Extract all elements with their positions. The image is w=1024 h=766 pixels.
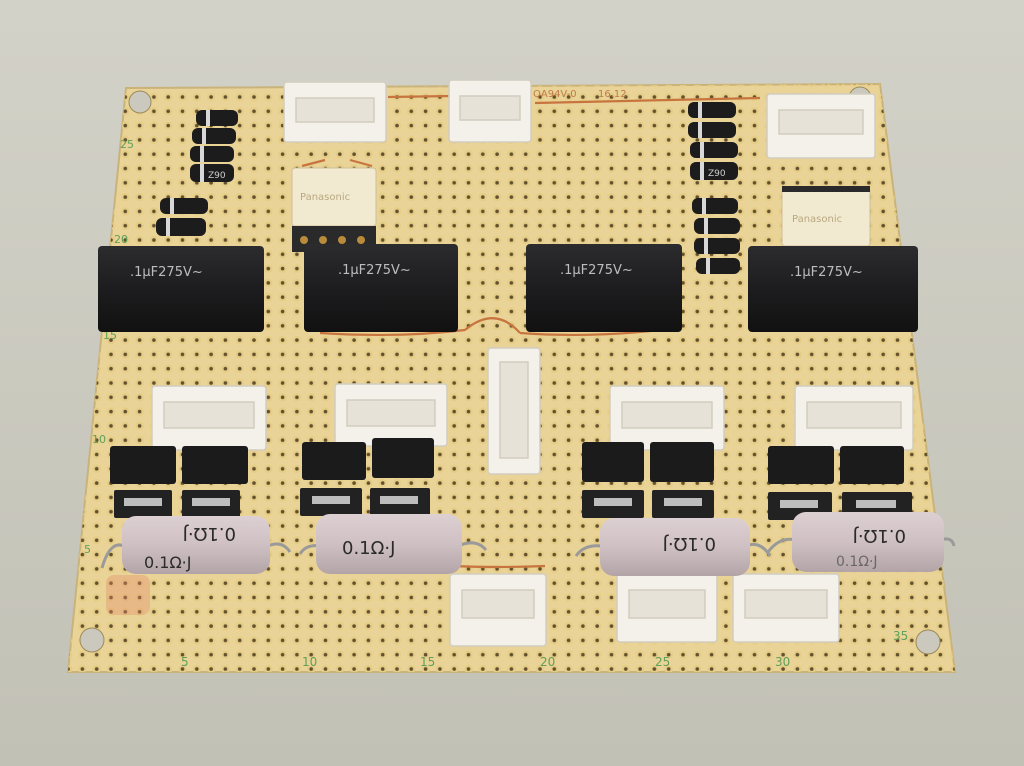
resistor-label: 0.1Ω·J [663, 533, 716, 554]
row-number: 10 [92, 433, 106, 446]
capacitor-marking: .1µF275V~ [560, 263, 633, 278]
capacitor-marking: .1µF275V~ [130, 265, 203, 280]
row-number: 5 [84, 543, 91, 556]
resistor-back-label: 0.1Ω·J [183, 523, 236, 544]
mounting-hole [915, 629, 941, 655]
resistor-label: 0.1Ω·J [853, 525, 906, 546]
transistor-group [110, 438, 912, 520]
column-number: 5 [181, 655, 189, 669]
header-connectors [151, 79, 914, 647]
mounting-hole [79, 627, 105, 653]
relay-marking: Panasonic [300, 192, 350, 203]
header-connector [766, 93, 876, 159]
resistor-label: 0.1Ω·J [144, 553, 191, 572]
resistor: 0.1Ω·J [574, 518, 772, 576]
capacitor-marking: .1µF275V~ [338, 263, 411, 278]
diode-marking: Z90 [708, 169, 726, 179]
column-number: 10 [302, 655, 317, 669]
relay: Panasonic [781, 186, 871, 247]
header-connector [334, 383, 448, 447]
resistor: 0.1Ω·J 0.1Ω·J [766, 512, 956, 572]
relay-marking: Panasonic [792, 214, 842, 225]
resistor: 0.1Ω·J [298, 514, 488, 574]
capacitor: .1µF275V~ [748, 246, 918, 332]
board-date: 16.12 [598, 89, 627, 100]
mounting-hole [128, 90, 152, 114]
header-connector [794, 385, 914, 451]
resistor-label: 0.1Ω·J [342, 538, 395, 559]
column-number: 25 [655, 655, 670, 669]
capacitor: .1µF275V~ [304, 244, 458, 332]
diode-group: Z90 Z90 [156, 102, 740, 274]
board-code: QA94V-0 [533, 89, 577, 100]
column-number: 20 [540, 655, 555, 669]
row-number: 20 [114, 233, 128, 246]
column-number: 35 [893, 629, 908, 643]
header-connector [609, 385, 725, 451]
row-number: 15 [103, 329, 117, 342]
marker-smudge [106, 575, 150, 615]
header-connector [616, 573, 718, 643]
header-connector [487, 347, 541, 475]
header-connector [449, 573, 547, 647]
header-connector [151, 385, 267, 451]
capacitor-marking: .1µF275V~ [790, 265, 863, 280]
resistor: 0.1Ω·J 0.1Ω·J [100, 516, 292, 574]
header-connector [283, 81, 387, 143]
row-number: 25 [120, 138, 134, 151]
diode-marking: Z90 [208, 171, 226, 181]
capacitor: .1µF275V~ [98, 246, 264, 332]
resistor-back-label: 0.1Ω·J [836, 554, 878, 570]
header-connector [732, 573, 840, 643]
column-number: 15 [420, 655, 435, 669]
relay: Panasonic [291, 167, 377, 252]
column-number: 30 [775, 655, 790, 669]
header-connector [448, 79, 532, 143]
capacitor: .1µF275V~ [526, 244, 682, 332]
